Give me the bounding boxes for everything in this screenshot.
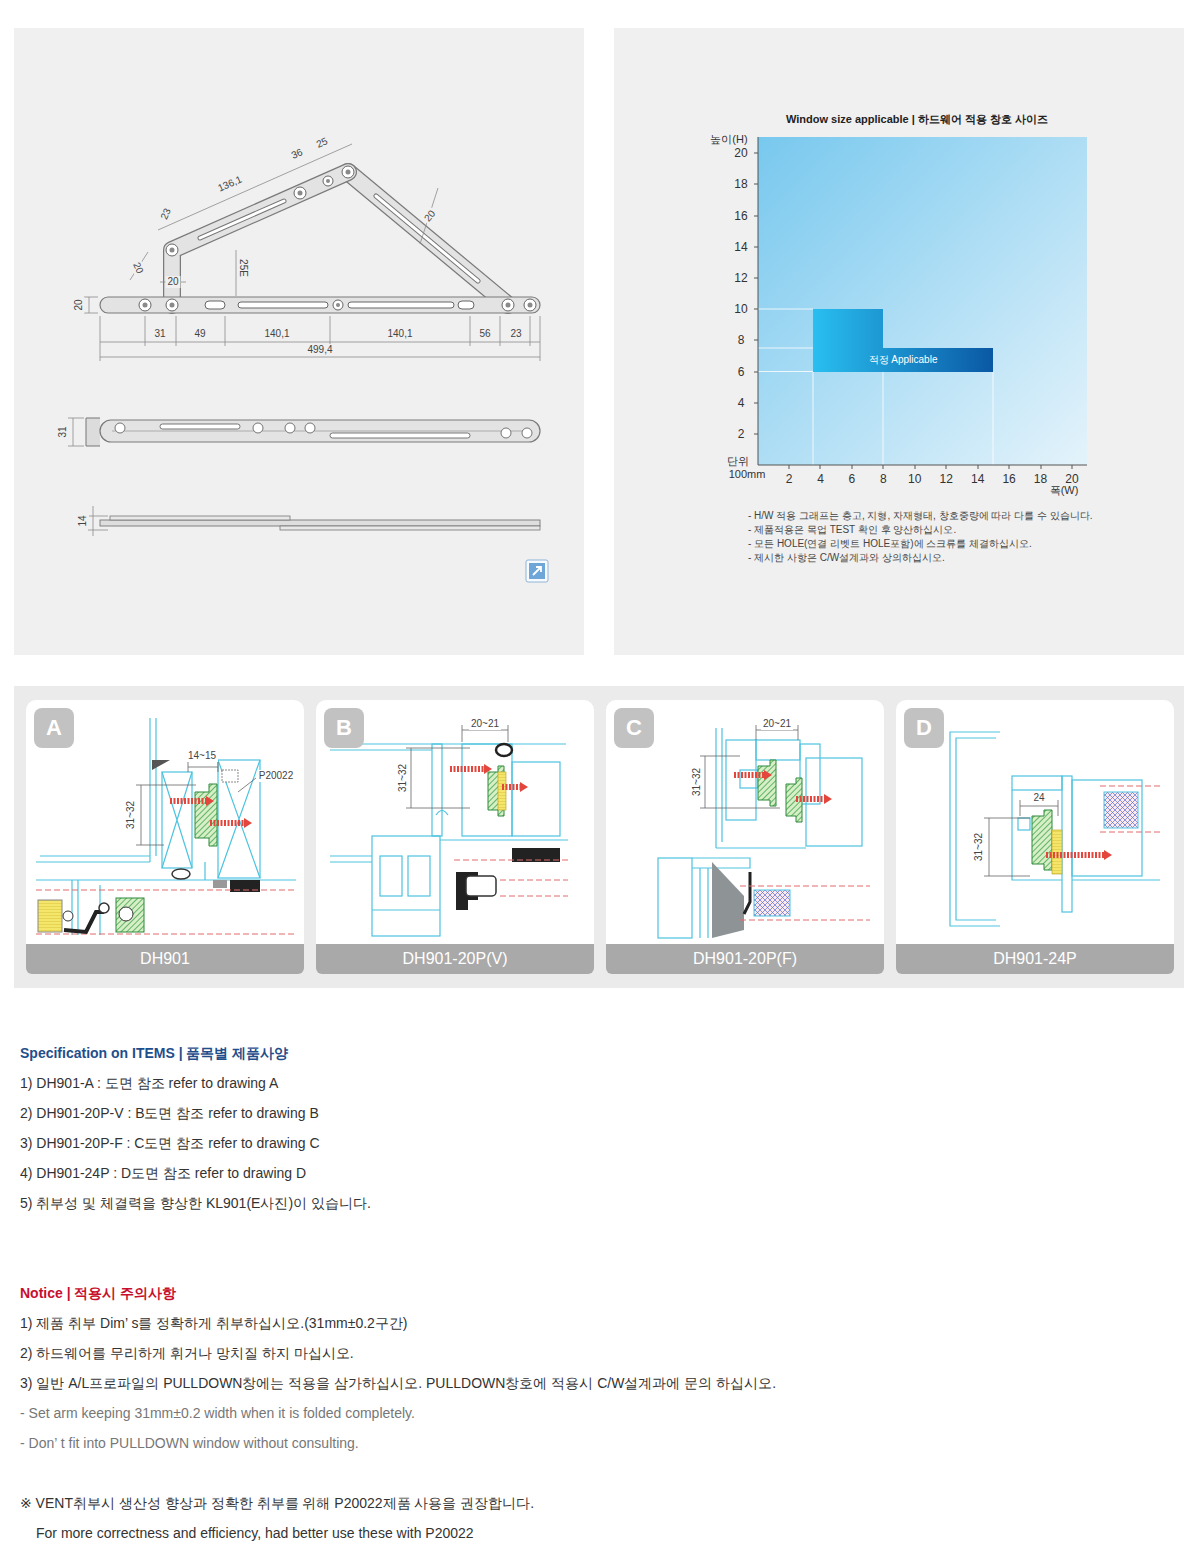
chart-note: - 제품적용은 목업 TEST 확인 후 양산하십시오. bbox=[748, 524, 956, 536]
dimension-label: 20 bbox=[73, 297, 85, 312]
axis-tick: 12 bbox=[734, 271, 747, 285]
axis-tick: 2 bbox=[738, 427, 745, 441]
axis-tick: 6 bbox=[738, 364, 745, 378]
axis-title: 높이(H) bbox=[710, 133, 747, 146]
axis-tick: 20 bbox=[734, 146, 747, 160]
notice-text: - Don’ t fit into PULLDOWN window withou… bbox=[20, 1435, 359, 1452]
model-name: DH901 bbox=[140, 950, 190, 968]
panel-badge: A bbox=[34, 708, 74, 748]
dimension-label: 31 bbox=[152, 328, 167, 340]
notice-text: 3) 일반 A/L프로파일의 PULLDOWN창에는 적용을 삼가하십시오. P… bbox=[20, 1375, 776, 1392]
axis-tick: 8 bbox=[880, 472, 887, 486]
node-text-holder: B bbox=[324, 708, 364, 748]
dimension-label: 24 bbox=[1031, 792, 1046, 804]
spec-text: 1) DH901-A : 도면 참조 refer to drawing A bbox=[20, 1075, 278, 1092]
node-text-holder: DH901-20P(V) bbox=[316, 944, 594, 974]
dimension-label: 20~21 bbox=[469, 718, 501, 730]
model-name: DH901-20P(F) bbox=[693, 950, 797, 968]
axis-tick: 14 bbox=[734, 240, 747, 254]
axis-tick: 10 bbox=[734, 302, 747, 316]
panel-letter: C bbox=[626, 715, 642, 741]
model-caption: DH901-20P(V) bbox=[316, 944, 594, 974]
axis-tick: 12 bbox=[940, 472, 953, 486]
chart-note: - H/W 적용 그래프는 층고, 지형, 자재형태, 창호중량에 따라 다를 … bbox=[748, 510, 1092, 522]
dimension-label: 20 bbox=[421, 206, 440, 225]
dimension-label: 49 bbox=[192, 328, 207, 340]
panel-badge: D bbox=[904, 708, 944, 748]
node-text-holder: D bbox=[904, 708, 944, 748]
dimension-label: 136,1 bbox=[214, 173, 245, 196]
panel-letter: A bbox=[46, 715, 62, 741]
axis-tick: 4 bbox=[817, 472, 824, 486]
chart-note: - 모든 HOLE(연결 리벳트 HOLE포함)에 스크류를 체결하십시오. bbox=[748, 538, 1032, 550]
model-caption: DH901 bbox=[26, 944, 304, 974]
axis-tick: 14 bbox=[971, 472, 984, 486]
dimension-label: 20 bbox=[165, 276, 180, 288]
dimension-label: 56 bbox=[477, 328, 492, 340]
notice-text: 1) 제품 취부 Dim’ s를 정확하게 취부하십시오.(31mm±0.2구간… bbox=[20, 1315, 408, 1332]
axis-tick: 20 bbox=[1065, 472, 1078, 486]
axis-tick: 18 bbox=[1034, 472, 1047, 486]
section-heading: Notice | 적용시 주의사항 bbox=[20, 1285, 176, 1302]
dimension-label: 140,1 bbox=[385, 328, 414, 340]
node-text-holder: DH901-20P(F) bbox=[606, 944, 884, 974]
dimension-label: 31~32 bbox=[125, 799, 137, 831]
model-name: DH901-20P(V) bbox=[403, 950, 508, 968]
part-number: P20022 bbox=[257, 770, 295, 782]
spec-text: 3) DH901-20P-F : C도면 참조 refer to drawing… bbox=[20, 1135, 320, 1152]
section-heading: Specification on ITEMS | 품목별 제품사양 bbox=[20, 1045, 288, 1062]
node-text-holder: DH901-24P bbox=[896, 944, 1174, 974]
region-label: 적정 Applicable bbox=[869, 353, 938, 367]
notice-text: - Set arm keeping 31mm±0.2 width when it… bbox=[20, 1405, 415, 1422]
axis-tick: 16 bbox=[734, 208, 747, 222]
dimension-label: 25E bbox=[237, 257, 249, 279]
node-text-holder: 적정 Applicable bbox=[813, 348, 993, 372]
model-caption: DH901-24P bbox=[896, 944, 1174, 974]
dimension-label: 31~32 bbox=[973, 831, 985, 863]
spec-text: 2) DH901-20P-V : B도면 참조 refer to drawing… bbox=[20, 1105, 319, 1122]
axis-tick: 2 bbox=[786, 472, 793, 486]
dimension-label: 14 bbox=[77, 513, 89, 528]
model-name: DH901-24P bbox=[993, 950, 1077, 968]
axis-tick: 18 bbox=[734, 177, 747, 191]
dimension-label: 140,1 bbox=[262, 328, 291, 340]
axis-unit: 100mm bbox=[729, 468, 766, 481]
node-text-holder: DH901 bbox=[26, 944, 304, 974]
applicable-region: 적정 Applicable bbox=[813, 309, 993, 372]
notice-text: 2) 하드웨어를 무리하게 휘거나 망치질 하지 마십시오. bbox=[20, 1345, 354, 1362]
axis-tick: 10 bbox=[908, 472, 921, 486]
model-caption: DH901-20P(F) bbox=[606, 944, 884, 974]
dimension-label: 20~21 bbox=[761, 718, 793, 730]
dimension-label: 20 bbox=[129, 259, 146, 278]
dimension-label: 23 bbox=[157, 205, 174, 224]
axis-tick: 8 bbox=[738, 333, 745, 347]
panel-letter: B bbox=[336, 715, 352, 741]
dimension-label: 23 bbox=[508, 328, 523, 340]
spec-text: 4) DH901-24P : D도면 참조 refer to drawing D bbox=[20, 1165, 306, 1182]
dimension-label: 31 bbox=[57, 424, 69, 439]
axis-tick: 6 bbox=[849, 472, 856, 486]
dimension-label: 25 bbox=[313, 134, 332, 151]
spec-text: 5) 취부성 및 체결력을 향상한 KL901(E사진)이 있습니다. bbox=[20, 1195, 371, 1212]
axis-title: 폭(W) bbox=[1050, 484, 1079, 497]
panel-badge: C bbox=[614, 708, 654, 748]
footnote-text: For more correctness and efficiency, had… bbox=[36, 1525, 474, 1542]
dimension-label: 36 bbox=[288, 145, 307, 162]
chart-title: Window size applicable | 하드웨어 적용 창호 사이즈 bbox=[786, 113, 1048, 126]
node-text-holder: C bbox=[614, 708, 654, 748]
axis-tick: 4 bbox=[738, 396, 745, 410]
axis-tick: 16 bbox=[1002, 472, 1015, 486]
panel-letter: D bbox=[916, 715, 932, 741]
dimension-label: 31~32 bbox=[691, 766, 703, 798]
dimension-label: 31~32 bbox=[397, 762, 409, 794]
axis-unit: 단위 bbox=[727, 455, 749, 468]
dimension-label: 14~15 bbox=[186, 750, 218, 762]
region-fill bbox=[813, 309, 993, 372]
node-text-holder: A bbox=[34, 708, 74, 748]
panel-badge: B bbox=[324, 708, 364, 748]
dimension-label: 499,4 bbox=[305, 344, 334, 356]
footnote-text: ※ VENT취부시 생산성 향상과 정확한 취부를 위해 P20022제품 사용… bbox=[20, 1495, 534, 1512]
chart-note: - 제시한 사항은 C/W설계과와 상의하십시오. bbox=[748, 552, 945, 564]
